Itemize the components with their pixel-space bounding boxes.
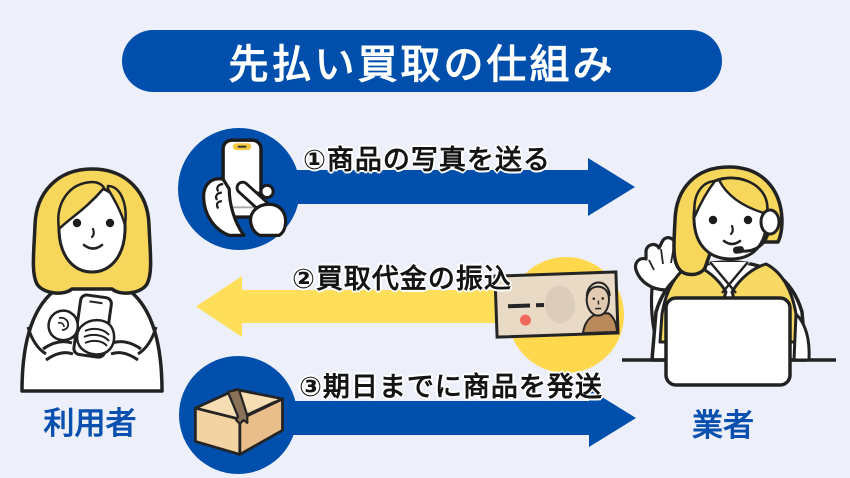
user-illustration (20, 167, 164, 393)
step1-label: ①商品の写真を送る (303, 145, 551, 176)
banknote-icon (493, 270, 620, 339)
step3-arrow-shape (240, 389, 636, 447)
package-box-icon (193, 387, 284, 456)
step3-icon-circle (179, 356, 297, 474)
vendor-illustration (622, 165, 836, 387)
step3-arrow (240, 389, 636, 447)
smartphone-tap-icon (202, 138, 288, 237)
page-title: 先払い買取の仕組み (228, 42, 616, 88)
user-label: 利用者 (43, 406, 137, 442)
step2-label: ②買取代金の振込 (292, 264, 512, 295)
step1-arrow (239, 158, 635, 216)
step3-label: ③期日までに商品を発送 (299, 372, 603, 403)
vendor-label: 業者 (692, 408, 754, 444)
step1-icon-circle (178, 128, 300, 250)
step1-arrow-shape (239, 158, 635, 216)
title-banner: 先払い買取の仕組み (122, 30, 722, 92)
